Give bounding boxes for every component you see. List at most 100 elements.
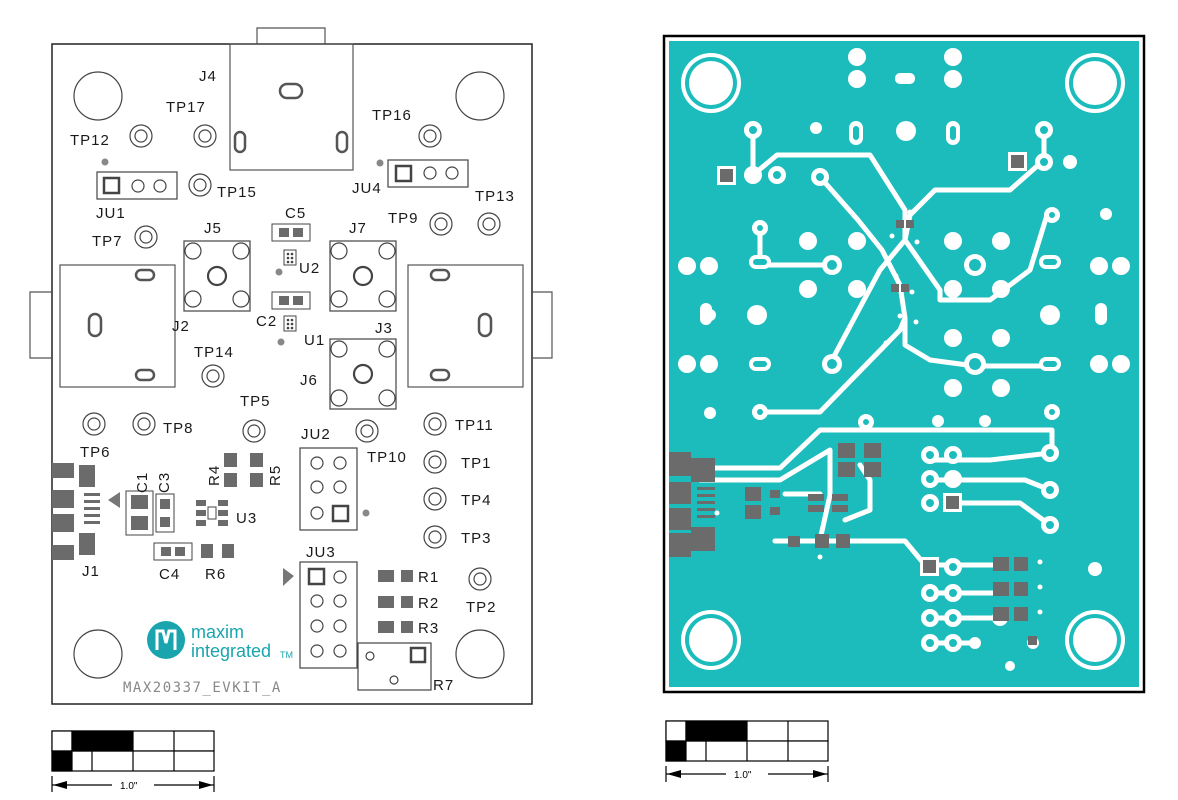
label-tp8: TP8: [163, 420, 194, 437]
label-ju1: JU1: [96, 205, 126, 222]
connector-j5: [183, 240, 251, 312]
label-j2: J2: [172, 318, 190, 335]
board-outline-left: [51, 43, 533, 705]
label-c5: C5: [285, 205, 306, 222]
ic-u3: [196, 500, 228, 526]
capacitor-c4: [153, 542, 193, 561]
label-j5: J5: [204, 220, 222, 237]
test-point-tp13: [477, 212, 501, 236]
test-point-tp16: [418, 124, 442, 148]
label-tp11: TP11: [455, 417, 494, 434]
connector-j7: [329, 240, 397, 312]
label-r5: R5: [267, 465, 284, 486]
test-point-tp15: [188, 173, 212, 197]
connector-j1: [52, 463, 120, 560]
label-c4: C4: [159, 566, 180, 583]
test-point-tp11: [423, 412, 447, 436]
silkscreen-board: maxim integrated TM MAX20337_EVKIT_A J4 …: [29, 27, 553, 705]
resistor-r6: [201, 544, 234, 558]
scale-bar-right: [665, 720, 829, 782]
label-tp16: TP16: [372, 107, 412, 124]
label-c3: C3: [156, 472, 173, 493]
logo-line1: maxim: [191, 622, 244, 642]
label-tp5: TP5: [240, 393, 271, 410]
resistor-r1: [378, 570, 413, 582]
logo-line2: integrated: [191, 641, 271, 661]
capacitor-c2: [271, 291, 311, 310]
label-tp13: TP13: [475, 188, 515, 205]
capacitor-c5: [271, 223, 311, 242]
test-point-tp4: [423, 487, 447, 511]
potentiometer-r7: [357, 642, 432, 691]
connector-j6: [329, 338, 397, 410]
label-tp6: TP6: [80, 444, 111, 461]
label-u1: U1: [304, 332, 325, 349]
copper-board: [662, 34, 1146, 694]
resistor-r4: [224, 453, 237, 487]
resistor-r5: [250, 453, 263, 487]
label-tp15: TP15: [217, 184, 257, 201]
label-r7: R7: [433, 677, 454, 694]
label-u3: U3: [236, 510, 257, 527]
jumper-ju3: [283, 561, 358, 669]
label-r2: R2: [418, 595, 439, 612]
label-tp1: TP1: [461, 455, 492, 472]
resistor-r3: [378, 621, 413, 633]
scale-label-left: 1.0": [120, 781, 138, 792]
label-ju3: JU3: [306, 544, 336, 561]
jumper-ju4: [376, 159, 469, 188]
test-point-tp9: [429, 212, 453, 236]
label-tp4: TP4: [461, 492, 492, 509]
test-point-tp12: [129, 124, 153, 148]
test-point-tp7: [134, 225, 158, 249]
label-tp17: TP17: [166, 99, 206, 116]
connector-j2: [59, 264, 176, 388]
label-j4: J4: [199, 68, 217, 85]
label-tp9: TP9: [388, 210, 419, 227]
connector-j3: [407, 264, 524, 388]
ic-u2: [275, 249, 297, 276]
label-u2: U2: [299, 260, 320, 277]
label-r6: R6: [205, 566, 226, 583]
mount-hole-br: [455, 629, 505, 679]
test-point-tp10: [355, 419, 379, 443]
mount-hole-tl: [73, 71, 123, 121]
capacitor-c1: [125, 490, 154, 536]
resistor-r2: [378, 596, 413, 608]
capacitor-c3: [155, 493, 175, 533]
label-tp12: TP12: [70, 132, 110, 149]
label-tp7: TP7: [92, 233, 123, 250]
test-point-tp2: [468, 567, 492, 591]
label-c2: C2: [256, 313, 277, 330]
board-id: MAX20337_EVKIT_A: [123, 680, 282, 696]
label-tp10: TP10: [367, 449, 407, 466]
label-r4: R4: [206, 465, 223, 486]
label-ju2: JU2: [301, 426, 331, 443]
connector-j4: [229, 43, 354, 171]
mount-hole-tr: [455, 71, 505, 121]
test-point-tp1: [423, 450, 447, 474]
test-point-tp17: [193, 124, 217, 148]
label-j1: J1: [82, 563, 100, 580]
label-tp2: TP2: [466, 599, 497, 616]
test-point-tp8: [132, 412, 156, 436]
label-c1: C1: [134, 472, 151, 493]
test-point-tp3: [423, 525, 447, 549]
maxim-logo: maxim integrated TM: [147, 621, 293, 661]
label-j6: J6: [300, 372, 318, 389]
mount-hole-bl: [73, 629, 123, 679]
label-tp14: TP14: [194, 344, 234, 361]
label-j7: J7: [349, 220, 367, 237]
test-point-tp14: [201, 364, 225, 388]
label-r1: R1: [418, 569, 439, 586]
scale-bar-left: [51, 730, 215, 792]
test-point-tp6: [82, 412, 106, 436]
label-r3: R3: [418, 620, 439, 637]
logo-tm: TM: [280, 650, 293, 660]
ic-u1: [277, 315, 297, 346]
jumper-ju1: [96, 158, 178, 200]
test-point-tp5: [242, 419, 266, 443]
label-j3: J3: [375, 320, 393, 337]
jumper-ju2: [299, 447, 370, 531]
label-ju4: JU4: [352, 180, 382, 197]
